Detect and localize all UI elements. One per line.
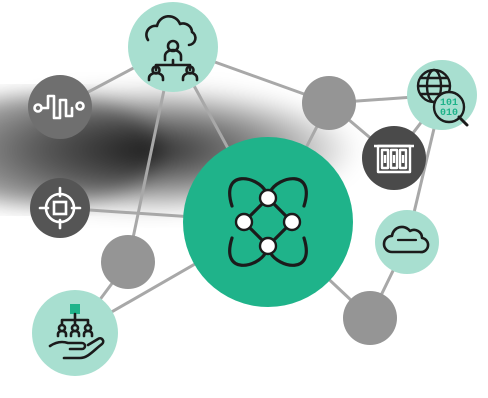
server-rack-icon: [374, 144, 414, 174]
network-mesh-icon: [228, 177, 308, 267]
signal-waveform-icon: [33, 94, 85, 120]
signal-node: [28, 75, 92, 139]
hand-hierarchy-icon: [48, 304, 105, 360]
binary-text-line-1: 101: [440, 98, 458, 109]
datacenter-node: [362, 126, 426, 190]
blank-node-bottom: [343, 291, 397, 345]
crosshair-target-icon: [38, 186, 82, 230]
hand-hierarchy-node: [32, 290, 118, 376]
blank-node-top: [302, 76, 356, 130]
cloud-icon: [382, 225, 430, 254]
org-chart-cloud-icon: [145, 14, 199, 82]
hub-node: [183, 137, 353, 307]
globe-binary-search-icon: 101 010: [416, 68, 469, 127]
org-structure-node: [128, 2, 218, 92]
globe-data-node: 101 010: [407, 60, 477, 130]
target-node: [30, 178, 90, 238]
binary-text-line-2: 010: [440, 108, 458, 119]
blank-node-left: [101, 235, 155, 289]
cloud-node: [375, 210, 439, 274]
